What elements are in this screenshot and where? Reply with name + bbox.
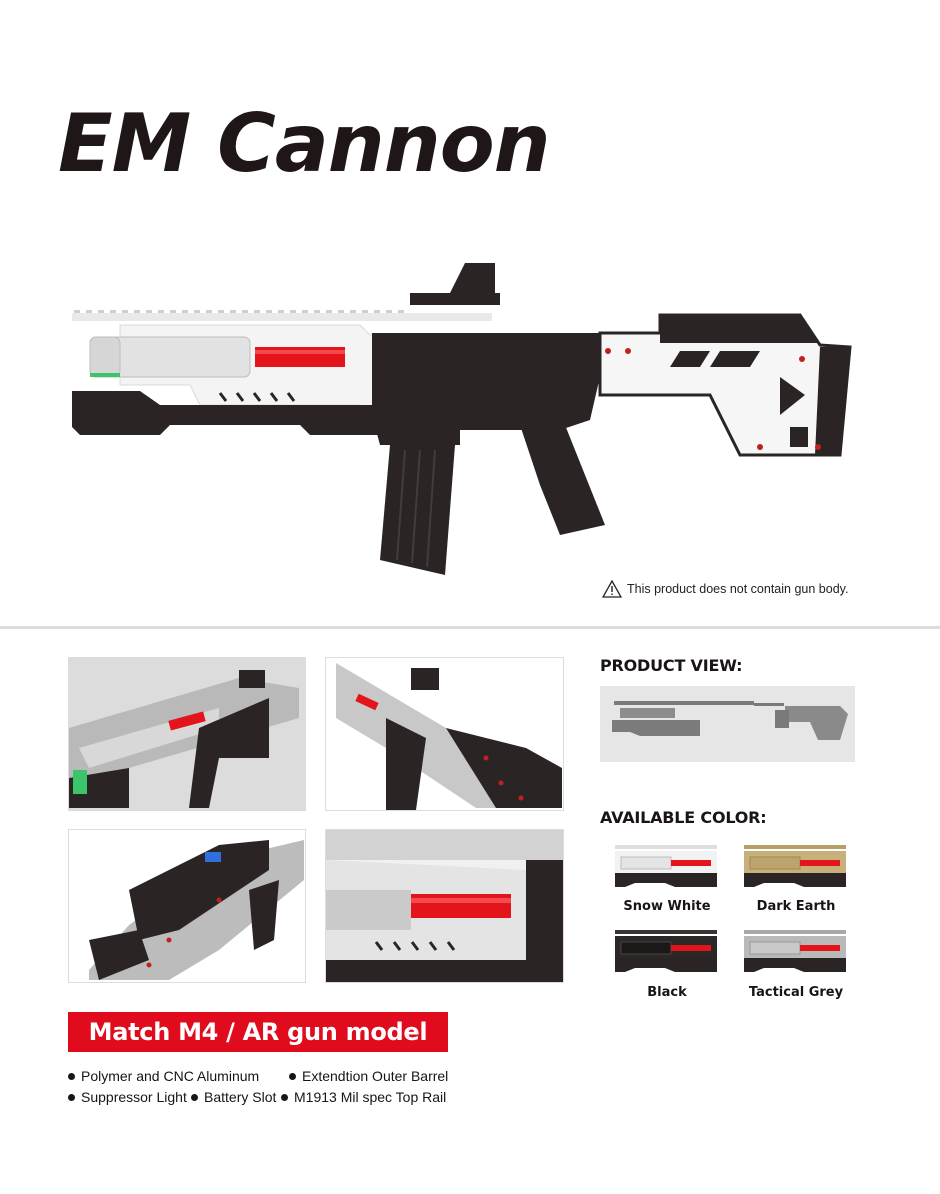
bullet-icon [289, 1072, 296, 1080]
color-label-snow-white: Snow White [623, 899, 711, 914]
snow-white-swatch [615, 845, 717, 887]
dark-earth-swatch [744, 845, 846, 887]
color-label-tactical-grey: Tactical Grey [748, 985, 844, 1000]
hero-product-image [60, 255, 870, 585]
color-option-snow-white[interactable] [615, 843, 719, 894]
feature-text: Battery Slot [204, 1089, 277, 1105]
black-swatch [615, 930, 717, 972]
product-view-image [600, 686, 855, 762]
gallery-photo-3 [68, 829, 306, 983]
gallery-photo-2 [325, 657, 564, 811]
product-view-heading: PRODUCT VIEW: [600, 656, 743, 675]
bullet-icon [281, 1093, 288, 1101]
section-divider [0, 626, 940, 629]
feature-item: M1913 Mil spec Top Rail [281, 1089, 446, 1105]
feature-text: M1913 Mil spec Top Rail [294, 1089, 447, 1105]
feature-item: Battery Slot [191, 1089, 276, 1105]
color-label-black: Black [647, 985, 687, 1000]
feature-item: Polymer and CNC Aluminum [68, 1068, 259, 1084]
gallery-photo-1 [68, 657, 306, 811]
color-label-dark-earth: Dark Earth [756, 899, 836, 914]
color-option-tactical-grey[interactable] [744, 928, 848, 979]
bullet-icon [68, 1072, 75, 1080]
feature-item: Extendtion Outer Barrel [289, 1068, 448, 1084]
disclaimer-text: This product does not contain gun body. [627, 582, 849, 596]
feature-text: Suppressor Light [81, 1089, 187, 1105]
compatibility-banner: Match M4 / AR gun model [68, 1012, 448, 1052]
color-option-black[interactable] [615, 928, 719, 979]
disclaimer: This product does not contain gun body. [602, 580, 848, 598]
feature-text: Polymer and CNC Aluminum [81, 1068, 260, 1084]
available-color-heading: AVAILABLE COLOR: [600, 808, 767, 827]
bullet-icon [68, 1093, 75, 1101]
feature-item: Suppressor Light [68, 1089, 187, 1105]
tactical-grey-swatch [744, 930, 846, 972]
warning-triangle-icon [602, 580, 622, 598]
feature-text: Extendtion Outer Barrel [302, 1068, 449, 1084]
color-option-dark-earth[interactable] [744, 843, 848, 894]
bullet-icon [191, 1093, 198, 1101]
gallery-photo-4 [325, 829, 564, 983]
product-title: EM Cannon [58, 97, 551, 190]
